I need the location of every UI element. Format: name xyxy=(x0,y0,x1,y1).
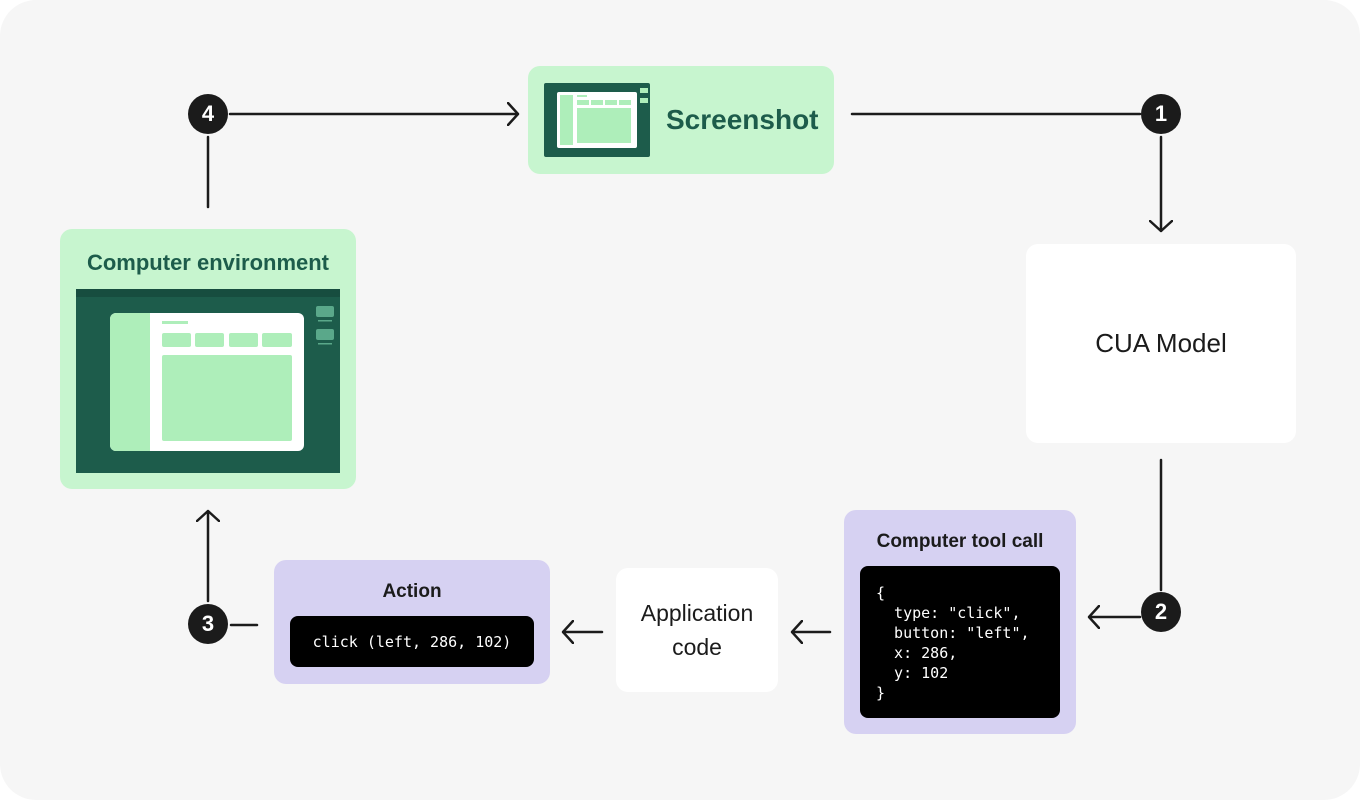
step-3-badge: 3 xyxy=(188,604,228,644)
computer-environment-label: Computer environment xyxy=(86,250,330,275)
application-code-label-line2: code xyxy=(672,634,722,660)
step-4-badge: 4 xyxy=(188,94,228,134)
step-1-badge: 1 xyxy=(1141,94,1181,134)
screenshot-thumbnail-icon xyxy=(544,83,650,157)
action-title: Action xyxy=(382,581,442,602)
computer-tool-call-box: Computer tool call { type: "click", butt… xyxy=(844,510,1076,734)
screenshot-box: Screenshot xyxy=(528,66,834,174)
step-2-badge: 2 xyxy=(1141,592,1181,632)
tool-call-code-block: { type: "click", button: "left", x: 286,… xyxy=(860,566,1060,718)
tool-call-code: { type: "click", button: "left", x: 286,… xyxy=(876,584,1030,702)
screenshot-label: Screenshot xyxy=(666,104,819,135)
application-code-label-line1: Application xyxy=(640,600,754,626)
action-box: Action click (left, 286, 102) xyxy=(274,560,550,684)
cua-model-label: CUA Model xyxy=(1095,328,1227,358)
action-code: click (left, 286, 102) xyxy=(312,632,512,651)
desktop-window-illustration xyxy=(76,289,340,473)
application-code-box: Application code xyxy=(616,568,778,692)
cua-model-box: CUA Model xyxy=(1026,244,1296,443)
computer-environment-box: Computer environment xyxy=(60,229,356,489)
action-code-block: click (left, 286, 102) xyxy=(290,616,534,667)
tool-call-title: Computer tool call xyxy=(876,531,1044,552)
